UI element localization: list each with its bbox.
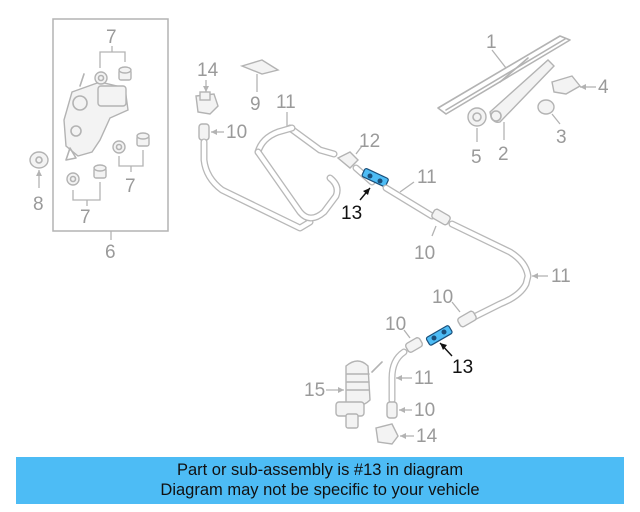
callout-11-b: 11 xyxy=(417,167,437,188)
part-10-connector-c[interactable] xyxy=(457,310,478,328)
callout-11-c: 11 xyxy=(551,266,571,287)
callout-7-top: 7 xyxy=(106,27,117,48)
callout-10-a: 10 xyxy=(226,122,247,143)
part-15-washer-pump[interactable] xyxy=(335,360,383,429)
callout-14-top: 14 xyxy=(197,60,219,81)
part-8-grommet[interactable] xyxy=(29,151,49,169)
part-4-arm-cap[interactable] xyxy=(551,75,582,95)
callout-10-c: 10 xyxy=(432,287,453,308)
callout-10-b: 10 xyxy=(414,243,435,264)
callout-11-d: 11 xyxy=(414,368,434,389)
callout-9: 9 xyxy=(250,94,261,115)
callout-10-d: 10 xyxy=(385,314,406,335)
info-banner: Part or sub-assembly is #13 in diagram D… xyxy=(16,457,624,504)
bushing-7-low-left[interactable] xyxy=(66,172,80,186)
part-10-connector-d[interactable] xyxy=(404,337,424,354)
part-2-wiper-arm[interactable] xyxy=(489,59,555,123)
bushing-7-mid-left[interactable] xyxy=(112,140,126,154)
callout-15: 15 xyxy=(304,380,325,401)
callout-2: 2 xyxy=(498,144,509,165)
bushing-7-mid-right[interactable] xyxy=(136,132,150,147)
part-10-connector-b[interactable] xyxy=(431,208,452,226)
part-14-nozzle-top[interactable] xyxy=(195,91,219,115)
callout-1: 1 xyxy=(486,32,497,53)
callout-10-e: 10 xyxy=(414,400,435,421)
banner-line-2: Diagram may not be specific to your vehi… xyxy=(160,481,480,499)
callout-8: 8 xyxy=(33,194,44,215)
bushing-7-low-right[interactable] xyxy=(93,164,107,179)
part-5-seal[interactable] xyxy=(467,107,487,127)
callout-7-mid: 7 xyxy=(125,176,136,197)
callout-12: 12 xyxy=(359,131,380,152)
part-13-connector-upper[interactable] xyxy=(352,164,389,188)
callout-13-lower: 13 xyxy=(452,357,473,378)
callout-6: 6 xyxy=(105,242,116,263)
part-1-wiper-blade[interactable] xyxy=(437,35,571,115)
banner-line-1: Part or sub-assembly is #13 in diagram xyxy=(176,461,464,479)
callout-11-a: 11 xyxy=(276,92,296,113)
part-9-cap[interactable] xyxy=(239,59,280,75)
callout-4: 4 xyxy=(598,77,609,98)
callout-7-low: 7 xyxy=(80,207,91,228)
callout-14-bottom: 14 xyxy=(416,426,438,447)
part-14-nozzle-bottom[interactable] xyxy=(375,423,399,445)
part-3-nut-cover[interactable] xyxy=(537,99,555,115)
callout-5: 5 xyxy=(471,147,482,168)
parts-diagram: 7 7 7 6 8 14 9 10 11 12 xyxy=(29,18,609,447)
callout-3: 3 xyxy=(556,127,567,148)
part-12-check-valve[interactable] xyxy=(336,151,359,169)
part-10-connector-e[interactable] xyxy=(386,401,398,419)
bushing-7-top-left[interactable] xyxy=(94,71,108,85)
wiper-motor-part[interactable] xyxy=(63,73,129,161)
callout-13-upper: 13 xyxy=(341,203,362,224)
bushing-7-top-right[interactable] xyxy=(118,66,132,81)
part-10-connector-a[interactable] xyxy=(198,123,210,141)
part-13-connector-lower[interactable] xyxy=(425,325,453,346)
